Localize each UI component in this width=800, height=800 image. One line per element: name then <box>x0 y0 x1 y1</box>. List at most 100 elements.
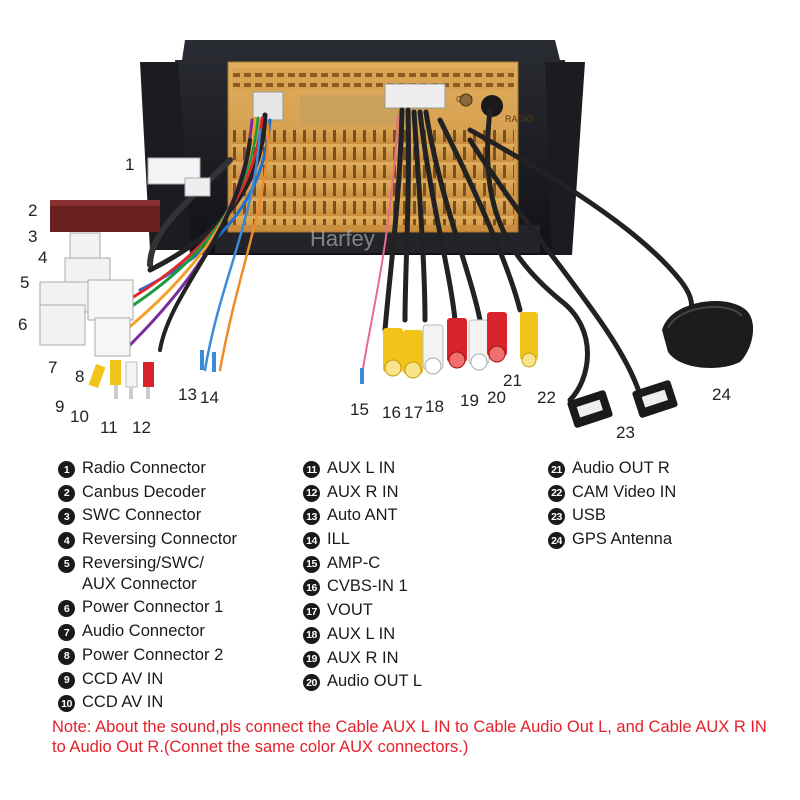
callout-23: 23 <box>616 423 635 442</box>
legend-number: 12 <box>303 484 320 502</box>
legend-label: AMP-C <box>327 553 381 572</box>
legend-label: AUX R IN <box>327 482 399 501</box>
legend-item: 14 ILL <box>303 529 422 550</box>
brand-watermark: Harfey <box>310 226 375 251</box>
legend-label: ILL <box>327 530 350 549</box>
legend-label: AUX R IN <box>327 648 399 667</box>
legend-number: 13 <box>303 508 320 526</box>
legend-label: GPS Antenna <box>572 530 672 549</box>
legend-number: 10 <box>58 695 75 713</box>
legend-number: 19 <box>303 650 320 668</box>
callout-10: 10 <box>70 407 89 426</box>
sound-connection-note: Note: About the sound,pls connect the Ca… <box>52 718 767 756</box>
gps-antenna-puck <box>662 300 754 368</box>
legend-label: AUX L IN <box>327 459 396 477</box>
left-rca-plugs <box>88 360 154 399</box>
legend-label: SWC Connector <box>82 506 202 525</box>
callout-18: 18 <box>425 397 444 416</box>
legend-number: 6 <box>58 600 75 618</box>
legend-number: 20 <box>303 674 320 692</box>
legend-item: 16 CVBS-IN 1 <box>303 576 422 597</box>
legend-label: Canbus Decoder <box>82 482 206 501</box>
legend-label: Audio OUT R <box>572 459 670 477</box>
radio-connector-plug <box>147 157 211 197</box>
legend-item: 5 Reversing/SWC/AUX Connector <box>58 553 237 595</box>
legend-item: 12 AUX R IN <box>303 482 422 503</box>
callout-15: 15 <box>350 400 369 419</box>
small-lead-tips <box>200 350 364 384</box>
callout-7: 7 <box>48 358 57 377</box>
callout-17: 17 <box>404 403 423 422</box>
legend-number: 2 <box>58 484 75 502</box>
legend-label-multiline: Reversing/SWC/AUX Connector <box>82 553 204 595</box>
legend-number: 7 <box>58 624 75 642</box>
multi-connector-plug <box>39 281 96 346</box>
legend-number: 16 <box>303 579 320 597</box>
callout-5: 5 <box>20 273 29 292</box>
legend-number: 5 <box>58 555 75 573</box>
legend-label: CCD AV IN <box>82 669 164 688</box>
legend-item: 21 Audio OUT R <box>548 458 676 479</box>
legend-number: 4 <box>58 532 75 550</box>
legend-item: 17 VOUT <box>303 600 422 621</box>
legend-number: 17 <box>303 603 320 621</box>
usb-ports <box>567 380 678 428</box>
callout-numbers: 1 2 3 4 5 6 7 8 9 10 11 12 13 14 15 16 1… <box>18 155 731 442</box>
legend-number: 21 <box>548 461 565 478</box>
legend-label: USB <box>572 506 606 525</box>
legend-label: Reversing/SWC/ <box>82 553 204 572</box>
legend-item: 2 Canbus Decoder <box>58 482 237 503</box>
callout-16: 16 <box>382 403 401 422</box>
callout-21: 21 <box>503 371 522 390</box>
legend-item: 24 GPS Antenna <box>548 529 676 550</box>
callout-4: 4 <box>38 248 47 267</box>
legend-item: 10 CCD AV IN <box>58 692 237 713</box>
callout-3: 3 <box>28 227 37 246</box>
callout-8: 8 <box>75 367 84 386</box>
legend-number: 14 <box>303 532 320 550</box>
legend-label: Audio Connector <box>82 622 205 641</box>
legend-item: 7 Audio Connector <box>58 621 237 642</box>
callout-11: 11 <box>100 418 118 437</box>
legend-number: 1 <box>58 461 75 478</box>
callout-9: 9 <box>55 397 64 416</box>
legend-item: 19 AUX R IN <box>303 648 422 669</box>
left-harness <box>108 112 272 372</box>
callout-12: 12 <box>132 418 151 437</box>
legend-label-continued: AUX Connector <box>82 574 197 593</box>
canbus-decoder-box <box>50 200 160 232</box>
callout-1: 1 <box>125 155 134 174</box>
center-harness <box>361 107 694 403</box>
legend-label: CAM Video IN <box>572 482 677 501</box>
center-rca-jacks <box>383 312 538 379</box>
legend-number: 24 <box>548 532 565 550</box>
callout-2: 2 <box>28 201 37 220</box>
legend-label: VOUT <box>327 601 373 620</box>
callout-20: 20 <box>487 388 506 407</box>
callout-19: 19 <box>460 391 479 410</box>
legend-number: 9 <box>58 671 75 689</box>
legend-label: CCD AV IN <box>82 693 164 712</box>
callout-24: 24 <box>712 385 731 404</box>
callout-14: 14 <box>200 388 219 407</box>
legend-item: 22 CAM Video IN <box>548 482 676 503</box>
legend-label: CVBS-IN 1 <box>327 577 408 596</box>
wiring-harness-photo: RADIO GPS Harfey <box>18 40 754 442</box>
callout-22: 22 <box>537 388 556 407</box>
legend-number: 22 <box>548 484 565 502</box>
legend-number: 8 <box>58 647 75 665</box>
